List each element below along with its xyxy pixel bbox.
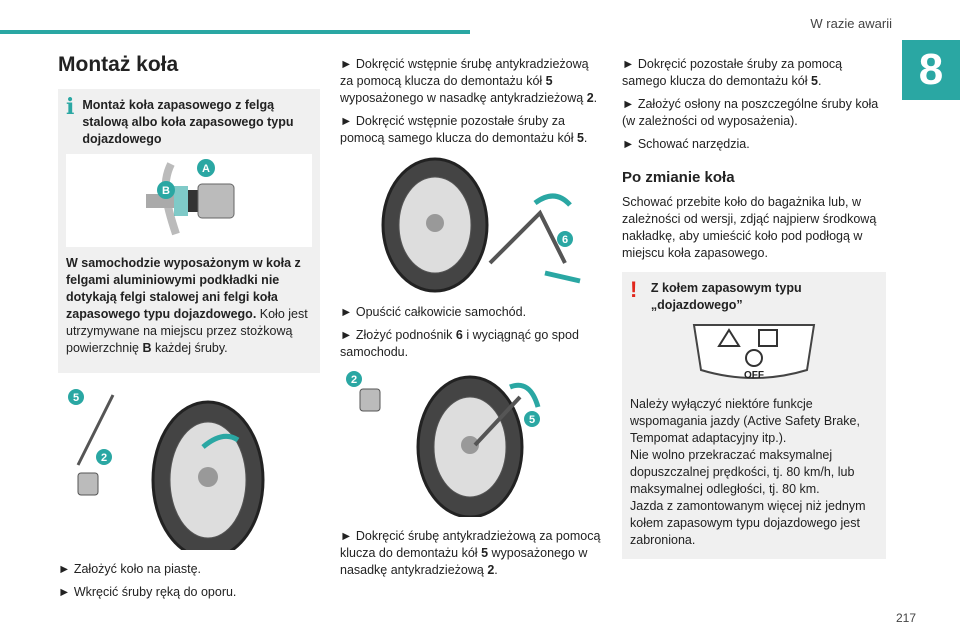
page-title: Montaż koła [58, 53, 179, 76]
label-2: 2 [101, 452, 107, 464]
label-5: 5 [529, 414, 535, 426]
warning-box-header: ! Z kołem zapasowym typu „dojazdowego” [630, 277, 878, 314]
step-text: ► Założyć osłony na poszczególne śruby k… [622, 97, 879, 128]
step-text: ► Wkręcić śruby ręką do oporu. [58, 585, 237, 599]
warning-icon: ! [630, 277, 638, 302]
info-text: W samochodzie wyposażonym w koła z felga… [66, 256, 308, 355]
label-6: 6 [562, 234, 568, 246]
warning-box: ! Z kołem zapasowym typu „dojazdowego” O… [622, 272, 886, 559]
column-1: Montaż koła i Montaż koła zapasowego z f… [58, 53, 320, 607]
step-text: ► Dokręcić wstępnie śrubę antykradzieżow… [340, 57, 598, 105]
warning-box-title: Z kołem zapasowym typu „dojazdowego” [650, 281, 802, 312]
warning-text: Jazda z zamontowanym więcej niż jednym k… [630, 499, 866, 547]
section-title: W razie awarii [810, 16, 892, 31]
wheel-fit-illustration: 5 2 [58, 385, 320, 560]
warning-text: Należy wyłączyć niektóre funkcje wspomag… [630, 397, 860, 445]
info-box-header: i Montaż koła zapasowego z felgą stalową… [66, 94, 312, 148]
section-heading: Po zmianie koła [622, 169, 735, 186]
info-box: i Montaż koła zapasowego z felgą stalową… [58, 89, 320, 373]
page-number: 217 [895, 611, 916, 625]
label-a: A [202, 163, 210, 175]
step-text: ► Dokręcić wstępnie pozostałe śruby za p… [340, 114, 588, 145]
off-button-illustration: OFF [630, 320, 878, 386]
info-box-title: Montaż koła zapasowego z felgą stalową a… [82, 98, 294, 146]
step-text: ► Dokręcić śrubę antykradzieżową za pomo… [340, 529, 601, 577]
label-b: B [162, 185, 170, 197]
step-text: ► Założyć koło na piastę. [58, 562, 201, 576]
bolt-illustration: A B [66, 154, 312, 247]
column-2: ► Dokręcić wstępnie śrubę antykradzieżow… [340, 56, 602, 585]
tighten-illustration: 2 5 [340, 367, 602, 522]
off-label: OFF [744, 370, 764, 381]
paragraph: Schować przebite koło do bagażnika lub, … [622, 195, 877, 260]
header-bar [0, 30, 470, 34]
info-icon: i [66, 94, 75, 120]
step-text: ► Schować narzędzia. [622, 137, 750, 151]
label-5: 5 [73, 392, 79, 404]
column-3: ► Dokręcić pozostałe śruby za pomocą sam… [622, 56, 886, 559]
chapter-tab: 8 [902, 40, 960, 100]
step-text: ► Opuścić całkowicie samochód. [340, 305, 527, 319]
step-text: ► Złożyć podnośnik 6 i wyciągnąć go spod… [340, 328, 579, 359]
step-text: ► Dokręcić pozostałe śruby za pomocą sam… [622, 57, 843, 88]
jack-illustration: 6 [340, 153, 602, 298]
label-2: 2 [351, 374, 357, 386]
warning-text: Nie wolno przekraczać maksymalnej dopusz… [630, 448, 855, 496]
